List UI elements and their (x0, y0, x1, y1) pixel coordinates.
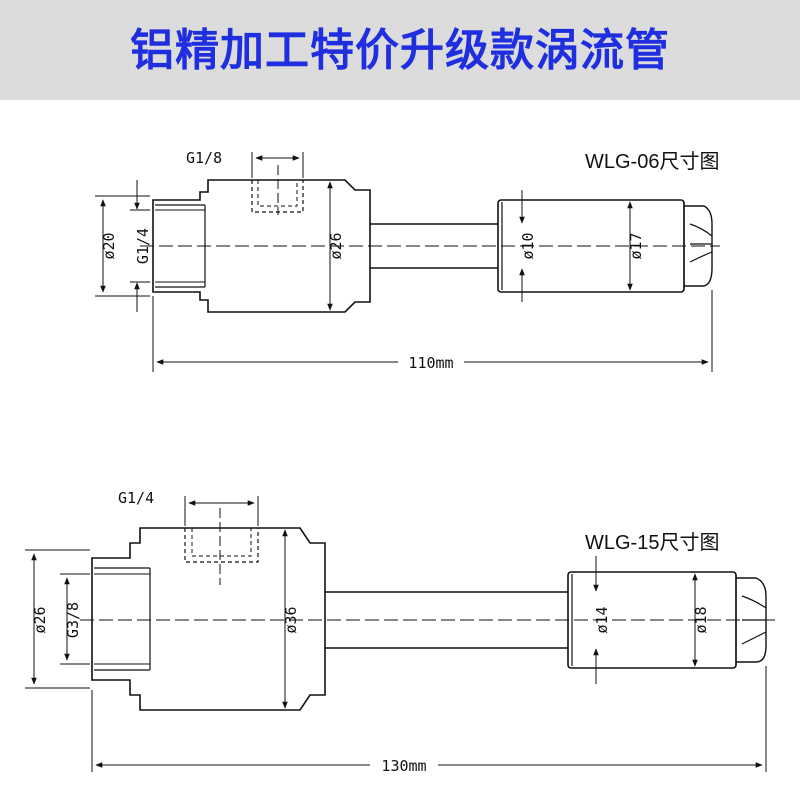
tube-outer-label-wlg06: ø17 (627, 232, 645, 259)
port-label-wlg15: G1/4 (118, 489, 154, 507)
drawing-wlg15 (25, 496, 775, 772)
thread-label-wlg15: G3/8 (64, 602, 82, 638)
body-diameter-label-wlg06: ø26 (327, 232, 345, 259)
title-banner: 铝精加工特价升级款涡流管 (0, 0, 800, 100)
length-label-wlg06: 110mm (408, 354, 453, 372)
outer-diameter-label-wlg15: ø26 (31, 606, 49, 633)
page-title: 铝精加工特价升级款涡流管 (130, 25, 670, 76)
body-outline-wlg06 (152, 179, 371, 313)
tube-outer-label-wlg15: ø18 (692, 606, 710, 633)
thread-label-wlg06: G1/4 (134, 228, 152, 264)
tube-inner-label-wlg06: ø10 (519, 232, 537, 259)
length-label-wlg15: 130mm (381, 757, 426, 775)
outer-diameter-label-wlg06: ø20 (100, 232, 118, 259)
drawing-wlg06 (95, 152, 720, 372)
port-label-wlg06: G1/8 (186, 149, 222, 167)
body-outline-wlg15 (91, 527, 326, 711)
body-diameter-label-wlg15: ø36 (282, 606, 300, 633)
model-label-wlg15: WLG-15尺寸图 (585, 532, 720, 554)
model-label-wlg06: WLG-06尺寸图 (585, 151, 720, 173)
tube-inner-label-wlg15: ø14 (593, 606, 611, 633)
